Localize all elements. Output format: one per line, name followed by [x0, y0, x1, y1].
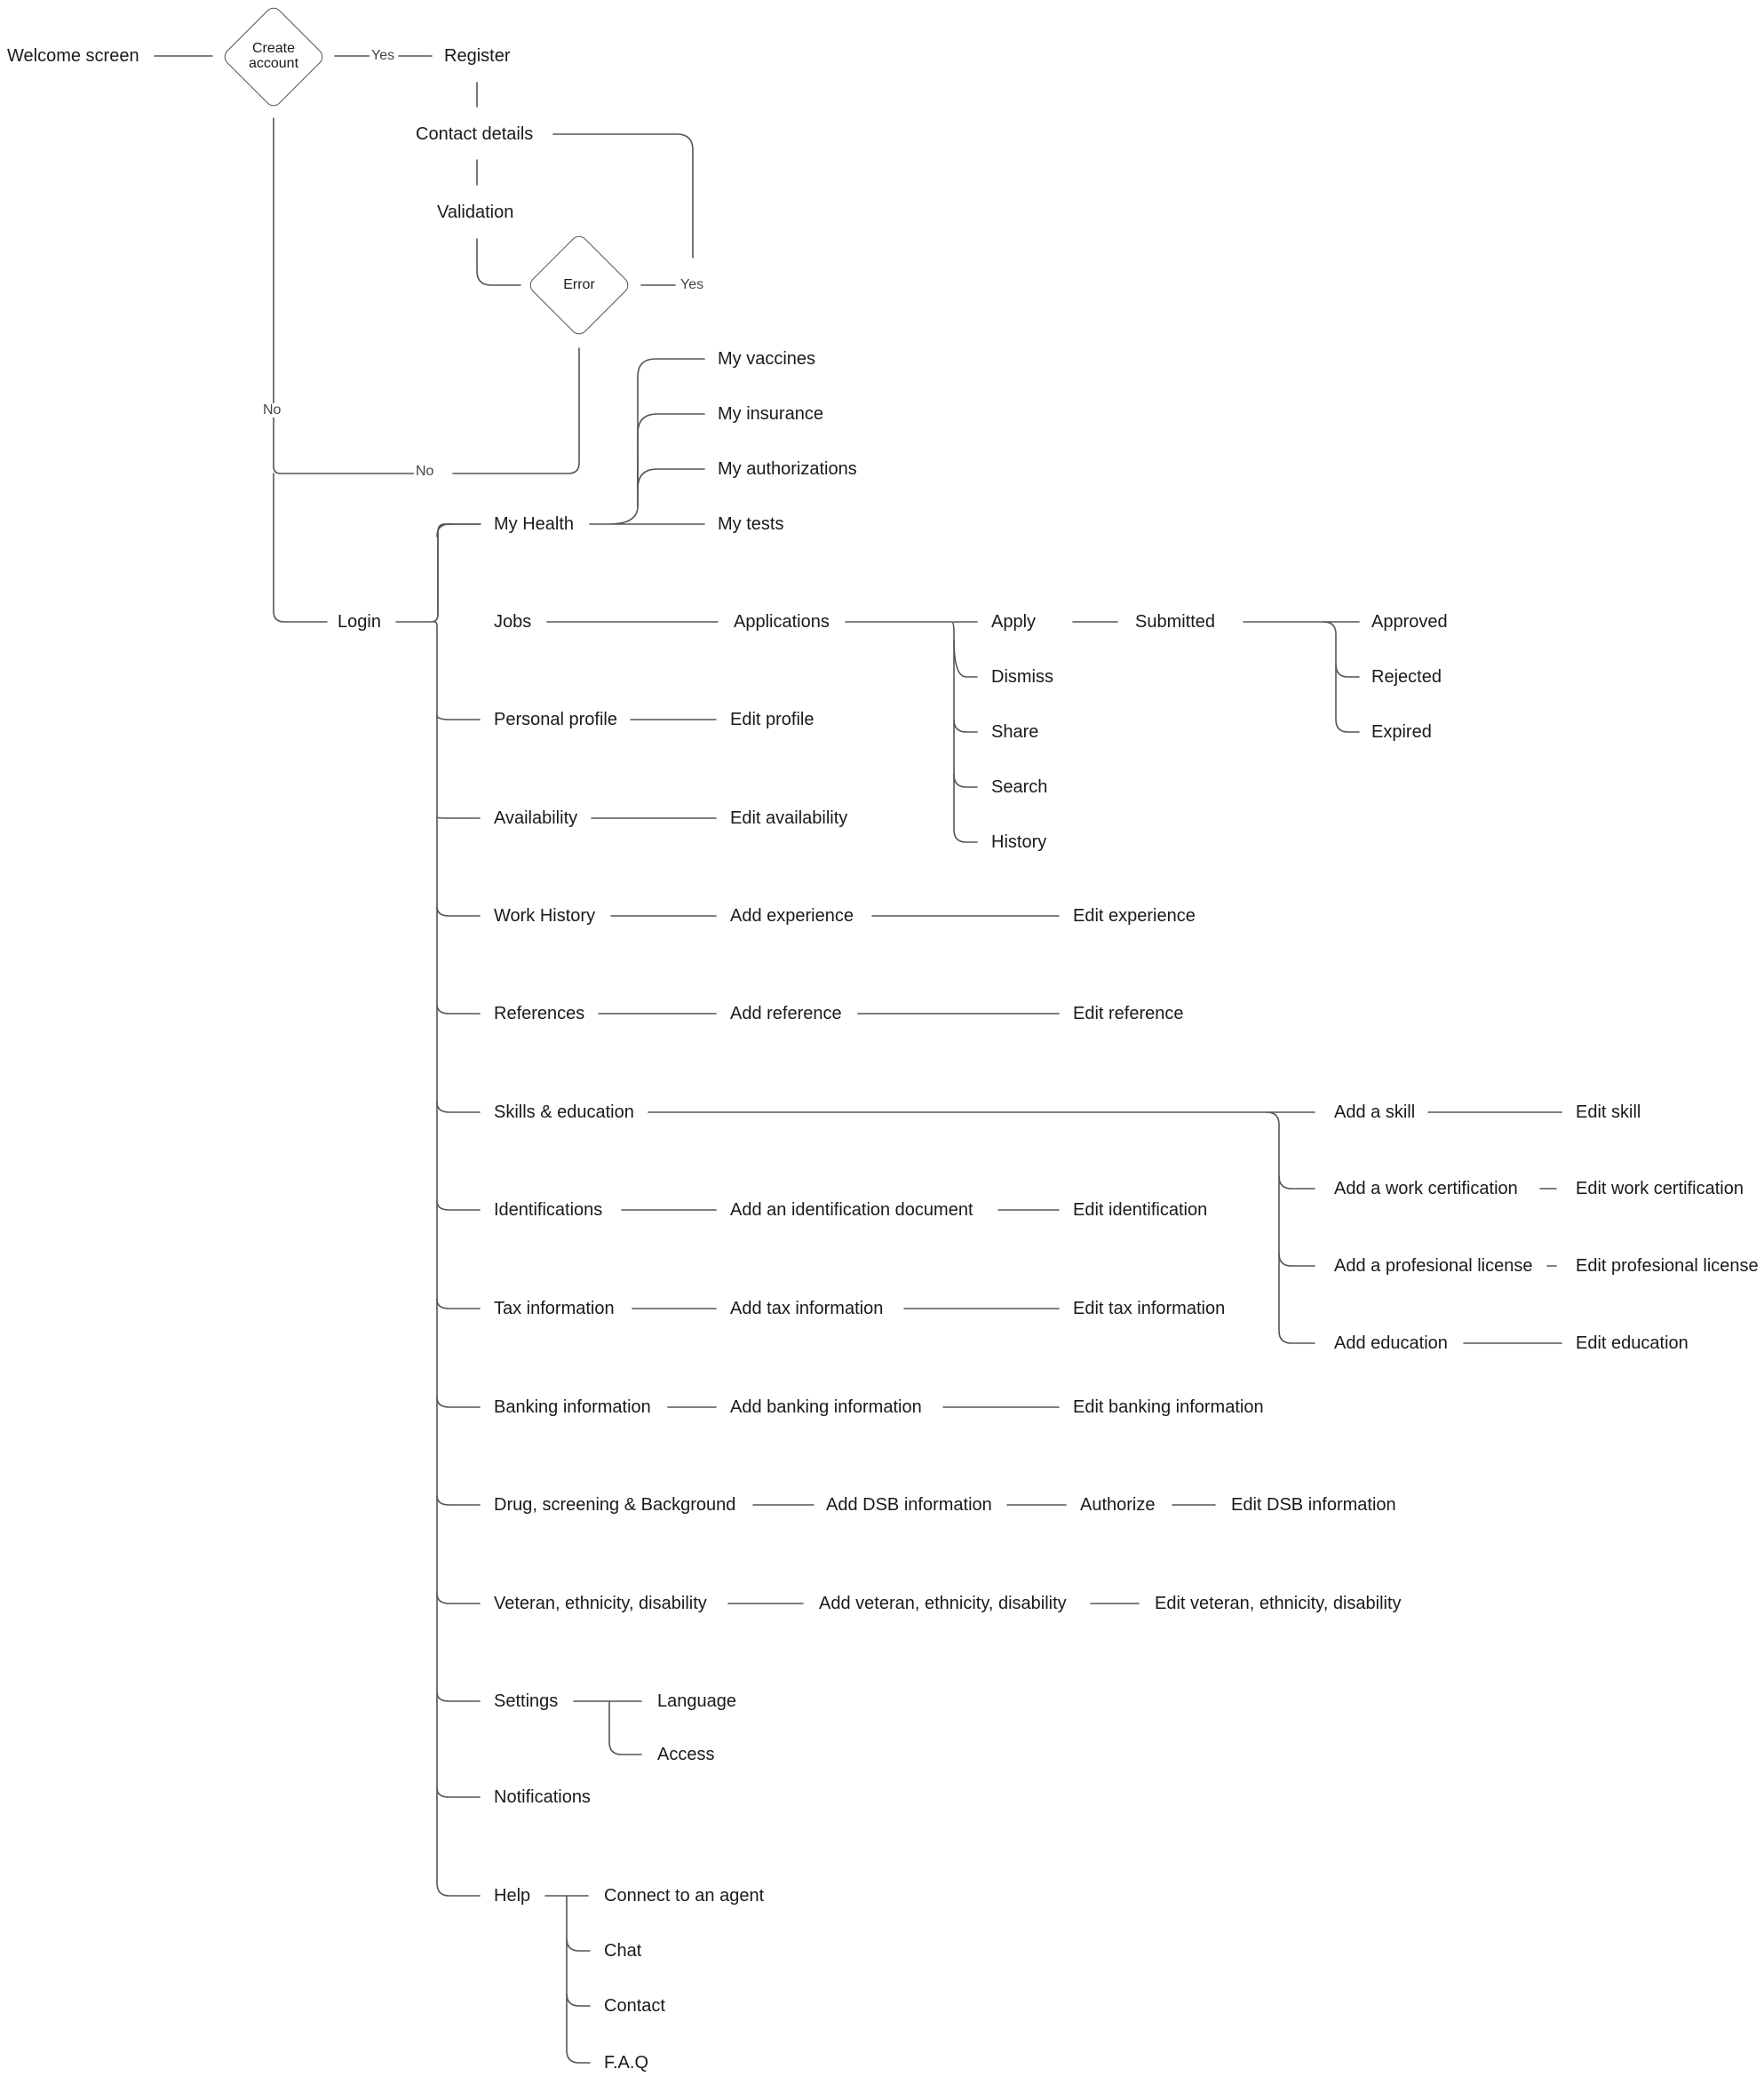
language-node: Language [657, 1691, 736, 1711]
references-node: References [494, 1004, 585, 1023]
create-account-decision: Create account [220, 4, 327, 110]
validation-node: Validation [437, 203, 514, 222]
edit-education-node: Edit education [1576, 1333, 1689, 1353]
yes-label-create: Yes [369, 48, 397, 63]
chat-node: Chat [604, 1941, 642, 1961]
edit-profesional-license-node: Edit profesional license [1576, 1256, 1759, 1276]
submitted-node: Submitted [1135, 612, 1216, 632]
history-node: History [991, 832, 1047, 852]
my-vaccines-node: My vaccines [718, 349, 816, 369]
no-label-error: No [414, 464, 436, 479]
edit-banking-information-node: Edit banking information [1073, 1397, 1264, 1417]
add-skill-node: Add a skill [1334, 1102, 1416, 1122]
personal-profile-node: Personal profile [494, 710, 617, 729]
add-reference-node: Add reference [730, 1004, 842, 1023]
welcome-screen-node: Welcome screen [7, 46, 139, 66]
edit-identification-node: Edit identification [1073, 1200, 1208, 1220]
edit-profile-node: Edit profile [730, 710, 814, 729]
yes-label-error: Yes [679, 277, 706, 292]
availability-node: Availability [494, 808, 578, 828]
veteran-node: Veteran, ethnicity, disability [494, 1594, 707, 1613]
settings-node: Settings [494, 1691, 559, 1711]
add-experience-node: Add experience [730, 906, 854, 926]
my-authorizations-node: My authorizations [718, 459, 857, 479]
add-banking-information-node: Add banking information [730, 1397, 922, 1417]
add-identification-node: Add an identification document [730, 1200, 973, 1220]
work-history-node: Work History [494, 906, 596, 926]
edit-tax-information-node: Edit tax information [1073, 1299, 1226, 1318]
add-dsb-information-node: Add DSB information [826, 1495, 992, 1515]
contact-node: Contact [604, 1996, 665, 2016]
contact-details-node: Contact details [416, 124, 534, 144]
connect-to-agent-node: Connect to an agent [604, 1886, 765, 1906]
help-node: Help [494, 1886, 531, 1906]
expired-node: Expired [1371, 722, 1432, 742]
apply-node: Apply [991, 612, 1037, 632]
notifications-node: Notifications [494, 1787, 591, 1807]
share-node: Share [991, 722, 1039, 742]
error-label: Error [563, 276, 595, 292]
add-tax-information-node: Add tax information [730, 1299, 884, 1318]
applications-node: Applications [734, 612, 830, 632]
edit-dsb-information-node: Edit DSB information [1231, 1495, 1396, 1515]
edit-reference-node: Edit reference [1073, 1004, 1184, 1023]
access-node: Access [657, 1745, 715, 1764]
my-insurance-node: My insurance [718, 404, 823, 424]
skills-education-node: Skills & education [494, 1102, 634, 1122]
approved-node: Approved [1371, 612, 1448, 632]
error-decision: Error [526, 232, 632, 338]
edit-skill-node: Edit skill [1576, 1102, 1641, 1122]
faq-node: F.A.Q [604, 2053, 649, 2073]
no-label-create: No [261, 402, 283, 418]
drug-screening-node: Drug, screening & Background [494, 1495, 736, 1515]
tax-information-node: Tax information [494, 1299, 615, 1318]
jobs-node: Jobs [494, 612, 532, 632]
identifications-node: Identifications [494, 1200, 603, 1220]
banking-information-node: Banking information [494, 1397, 651, 1417]
add-veteran-node: Add veteran, ethnicity, disability [819, 1594, 1067, 1613]
search-node: Search [991, 777, 1048, 797]
edit-experience-node: Edit experience [1073, 906, 1196, 926]
edit-veteran-node: Edit veteran, ethnicity, disability [1155, 1594, 1402, 1613]
create-account-label: Create account [248, 41, 299, 71]
edit-availability-node: Edit availability [730, 808, 848, 828]
dismiss-node: Dismiss [991, 667, 1053, 687]
login-node: Login [338, 612, 381, 632]
add-work-certification-node: Add a work certification [1334, 1179, 1518, 1198]
rejected-node: Rejected [1371, 667, 1442, 687]
add-profesional-license-node: Add a profesional license [1334, 1256, 1533, 1276]
authorize-node: Authorize [1080, 1495, 1156, 1515]
edit-work-certification-node: Edit work certification [1576, 1179, 1744, 1198]
my-tests-node: My tests [718, 514, 784, 534]
add-education-node: Add education [1334, 1333, 1448, 1353]
register-node: Register [444, 46, 511, 66]
my-health-node: My Health [494, 514, 575, 534]
